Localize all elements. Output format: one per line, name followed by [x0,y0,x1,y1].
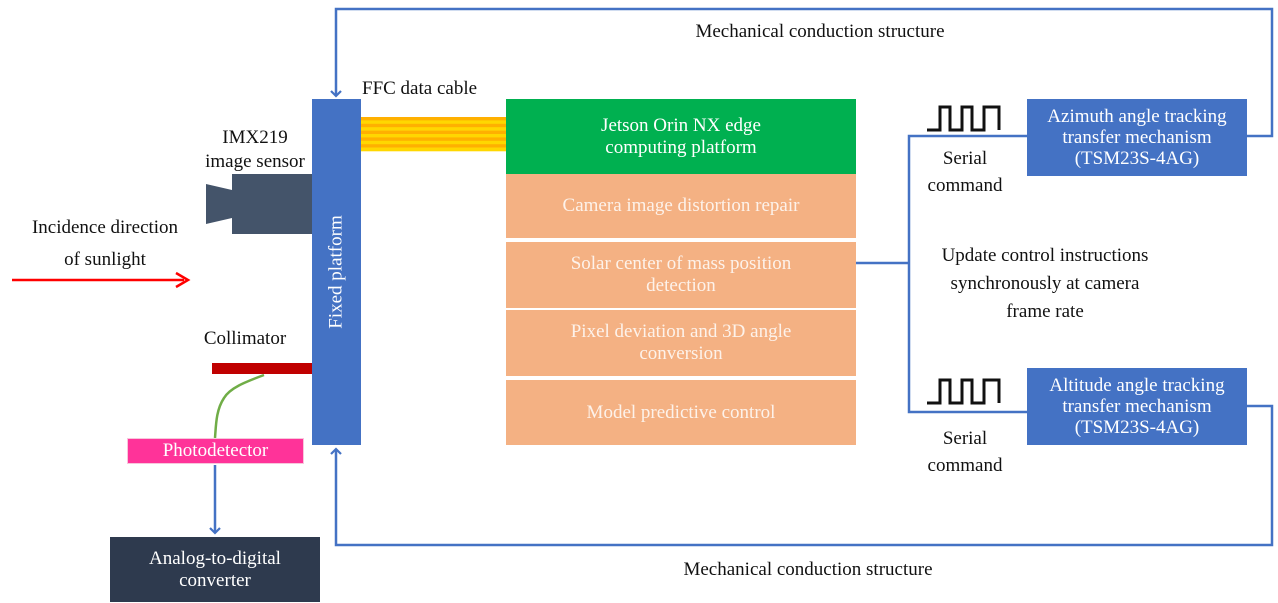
serial-command-label-bottom-line1: Serial [942,428,988,449]
photodetector-box: Photodetector [127,438,304,464]
sensor-label-line1: IMX219 [222,127,288,148]
adc-box: Analog-to-digital converter [110,537,320,602]
azimuth-label-line3: (TSM23S-4AG) [1074,148,1200,169]
adc-label-line2: converter [179,569,251,591]
sunlight-label-line2: of sunlight [64,249,146,270]
processing-step-distortion-repair: Camera image distortion repair [506,174,856,238]
azimuth-label-line2: transfer mechanism [1062,127,1212,148]
serial-command-label-top-line1: Serial [942,148,988,169]
step-label: conversion [639,343,723,364]
control-link-azimuth [907,134,1027,414]
azimuth-label-line1: Azimuth angle tracking [1047,106,1227,127]
collimator-label: Collimator [203,328,287,349]
mechanical-structure-label-top: Mechanical conduction structure [695,21,945,42]
jetson-platform-box: Jetson Orin NX edge computing platform [506,99,856,174]
camera-icon [206,174,312,234]
ribbon-cable-stripe [361,127,506,131]
update-label-line1: Update control instructions [941,245,1149,266]
step-label: Pixel deviation and 3D angle [570,321,792,342]
sensor-label-line2: image sensor [205,151,305,172]
ribbon-cable-stripe [361,123,506,128]
ribbon-cable-stripe [361,137,506,142]
jetson-label-line1: Jetson Orin NX edge [601,114,761,136]
square-wave-icon [927,105,1001,132]
adc-label-line1: Analog-to-digital [149,547,281,569]
ribbon-cable-stripe [361,147,506,152]
right-arrow-icon [12,271,191,289]
step-label: Model predictive control [586,401,776,423]
collimator-bar [212,363,312,374]
fixed-platform-label: Fixed platform [325,215,347,329]
square-wave-icon [927,378,1001,405]
mechanical-structure-label-bottom: Mechanical conduction structure [683,559,933,580]
ribbon-cable-stripe [361,130,506,135]
sunlight-label-line1: Incidence direction [31,217,179,238]
ribbon-cable-stripe [361,144,506,148]
ribbon-cable-stripe [361,120,506,125]
update-label-line3: frame rate [1006,301,1084,322]
ffc-cable-label: FFC data cable [362,78,478,99]
altitude-mechanism-box: Altitude angle tracking transfer mechani… [1027,368,1247,445]
processing-step-mpc: Model predictive control [506,380,856,445]
step-label: detection [646,275,716,296]
ribbon-cable-stripe [361,140,506,145]
step-label: Camera image distortion repair [562,195,800,216]
optical-fiber [213,373,265,439]
jetson-label-line2: computing platform [605,136,757,158]
ribbon-cable-icon [361,117,506,152]
altitude-label-line2: transfer mechanism [1062,396,1212,417]
mechanical-link-bottom [330,404,1274,547]
update-label-line2: synchronously at camera [950,273,1140,294]
step-label: Solar center of mass position [570,253,792,274]
serial-command-label-top-line2: command [927,175,1003,196]
altitude-label-line1: Altitude angle tracking [1049,375,1225,396]
altitude-label-line3: (TSM23S-4AG) [1074,417,1200,438]
serial-command-label-bottom-line2: command [927,455,1003,476]
processing-step-angle-conversion: Pixel deviation and 3D angle conversion [506,310,856,376]
mechanical-link-top [330,7,1274,138]
processing-step-centroid-detection: Solar center of mass position detection [506,242,856,308]
azimuth-mechanism-box: Azimuth angle tracking transfer mechanis… [1027,99,1247,176]
ribbon-cable-stripe [361,117,506,121]
fixed-platform: Fixed platform [312,99,361,445]
ribbon-cable-stripe [361,134,506,138]
photodetector-label: Photodetector [162,440,269,461]
